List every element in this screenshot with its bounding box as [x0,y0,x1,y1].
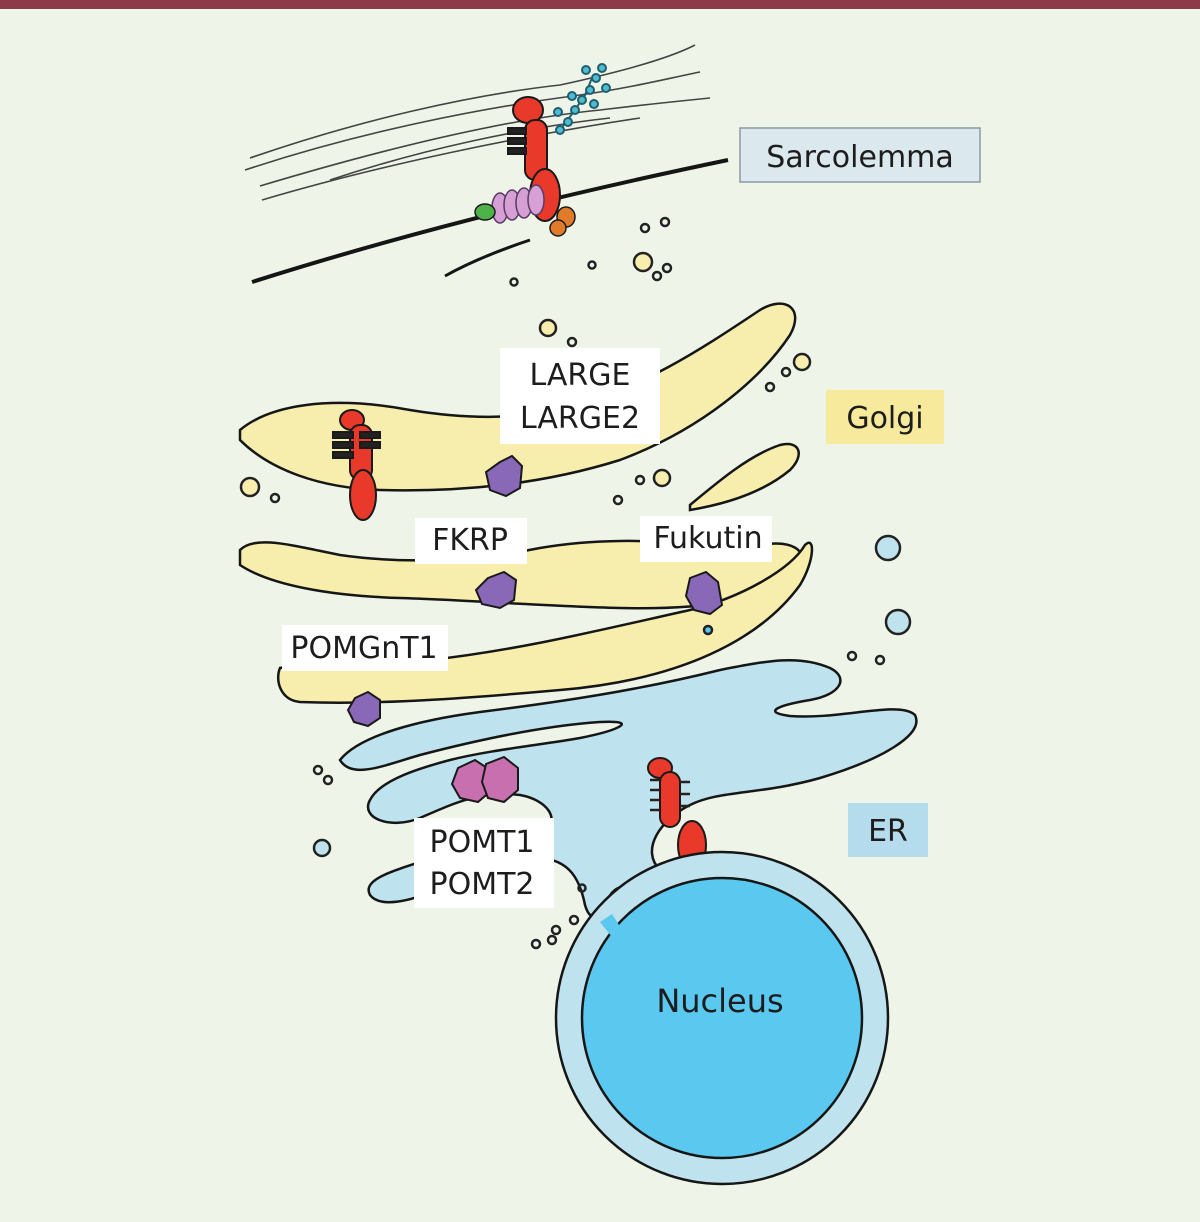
pomt-label-backing [414,818,554,908]
large-label-backing [500,348,660,444]
pomgnt1-enzyme-icon [346,690,381,728]
fukutin-label: Fukutin [653,521,762,556]
large2-label: LARGE2 [520,401,640,436]
membrane-fragment [444,238,531,278]
er-label: ER [868,814,908,849]
orange-partner-icon [549,206,576,237]
dystroglycan-golgi-icon [332,409,381,521]
golgi-enzymes [346,454,724,728]
er-vesicles [312,534,912,950]
vesicles-upper [509,216,673,348]
pomt2-label: POMT2 [430,867,535,902]
golgi-label-box [826,390,944,444]
golgi-label: Golgi [846,401,923,436]
er-label-box [848,803,928,857]
fkrp-label: FKRP [432,523,508,558]
sarcolemma-label-box [739,127,981,183]
glycan-chain-icon [553,63,611,135]
top-rule [0,0,1200,9]
nucleus-label: Nucleus [656,982,783,1020]
golgi-cisterna-mid-right [688,442,800,512]
pomgnt1-label: POMGnT1 [290,631,437,666]
pomt1-label: POMT1 [430,825,535,860]
golgi-vesicles [239,352,812,506]
fkrp-enzyme-icon [474,570,518,610]
sarcoglycan-complex-icon [491,184,545,224]
fkrp-label-backing [415,518,527,564]
fukutin-enzyme-icon [684,570,724,616]
sarcolemma-membrane [251,158,729,284]
large-label: LARGE [530,358,631,393]
sarcolemma-label: Sarcolemma [766,140,954,175]
dystrophin-green-icon [474,203,496,221]
nuclear-pore-icon [600,914,626,942]
pomt-enzymes-icon [450,755,519,804]
nucleus [580,876,864,1160]
pomgnt1-label-backing [282,625,448,671]
fukutin-label-backing [640,516,772,562]
extracellular-matrix-fibers [244,44,711,201]
large-enzyme-icon [484,454,524,498]
